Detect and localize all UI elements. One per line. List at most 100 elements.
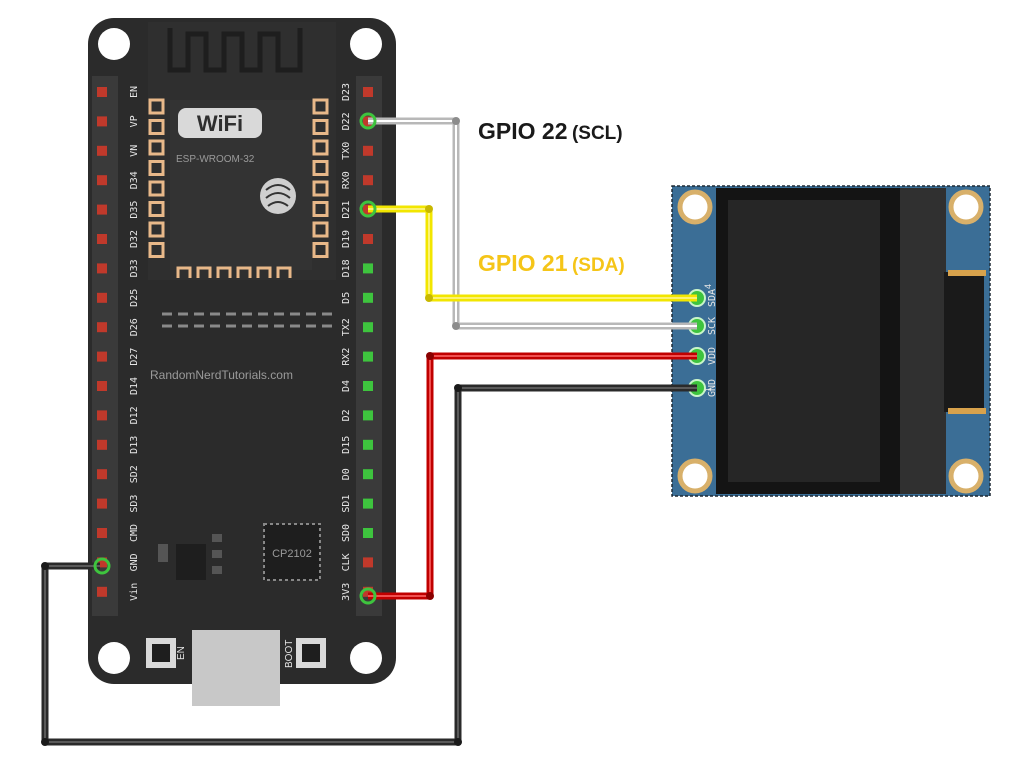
right-pin-clk <box>363 557 373 568</box>
antenna-trace <box>167 28 303 73</box>
right-pin-label-sd1: SD1 <box>341 495 352 513</box>
regulator-tab <box>158 544 168 562</box>
module-pad <box>312 119 329 135</box>
left-pin-label-sd3: SD3 <box>129 495 140 513</box>
left-pin-d26 <box>97 322 107 333</box>
right-pin-label-clk: CLK <box>341 553 352 571</box>
wifi-logo-text: WiFi <box>197 111 243 136</box>
scl-gpio-text: GPIO 22 <box>478 118 568 144</box>
right-pin-label-rx0: RX0 <box>341 171 352 189</box>
right-pin-label-tx2: TX2 <box>341 318 352 336</box>
right-pin-label-d21: D21 <box>341 201 352 219</box>
oled-pin-label-gnd: GND <box>707 379 718 397</box>
right-pin-label-rx2: RX2 <box>341 348 352 366</box>
module-pad <box>312 139 329 156</box>
left-pin-label-vp: VP <box>129 115 140 127</box>
right-pin-d4 <box>363 381 373 391</box>
left-pin-label-d27: D27 <box>129 348 140 366</box>
left-pin-vn <box>97 145 107 156</box>
oled-mount-hole <box>948 458 984 494</box>
module-pad <box>148 98 165 115</box>
left-pin-label-sd2: SD2 <box>129 465 140 483</box>
module-pad <box>312 242 329 258</box>
oled-mount-hole <box>948 189 984 225</box>
vcc-wire-highlight <box>368 355 697 597</box>
boot-button-cap <box>302 644 320 662</box>
wifi-logo <box>178 108 262 138</box>
left-pin-d33 <box>97 263 107 274</box>
module-pad <box>196 266 212 278</box>
usb-connector <box>192 630 280 706</box>
right-pin-label-d4: D4 <box>341 380 352 392</box>
right-pin-label-sd0: SD0 <box>341 524 352 542</box>
oled-pin-number-1: 1 <box>703 387 713 392</box>
scl-name-text: (SCL) <box>571 123 623 144</box>
ribbon-strip <box>948 270 986 276</box>
left-pin-label-d33: D33 <box>129 259 140 277</box>
left-pin-header: ENVPVND34D35D32D33D25D26D27D14D12D13SD2S… <box>97 86 140 601</box>
left-pin-d14 <box>97 381 107 391</box>
mount-hole <box>98 28 130 60</box>
right-pin-label-tx0: TX0 <box>341 142 352 160</box>
sda-gpio-text: GPIO 21 <box>478 250 568 276</box>
oled-mount-hole <box>677 189 713 225</box>
wire-bend <box>41 738 49 746</box>
scl-label: GPIO 22 (SCL) <box>478 118 623 145</box>
module-pad <box>148 139 165 156</box>
left-pin-gnd <box>97 557 107 568</box>
oled-screen <box>728 200 880 482</box>
left-pin-vp <box>97 116 107 127</box>
module-pad <box>148 180 165 197</box>
oled-mount-hole <box>677 458 713 494</box>
left-pin-cmd <box>97 528 107 538</box>
mount-hole <box>350 28 382 60</box>
espressif-swirl <box>265 184 291 207</box>
right-pin-d5 <box>363 292 373 303</box>
left-pin-vin <box>97 586 107 597</box>
right-pin-label-3v3: 3V3 <box>341 583 352 601</box>
right-pin-label-d0: D0 <box>341 468 352 480</box>
left-pin-d13 <box>97 439 107 450</box>
module-pad <box>312 221 329 238</box>
right-pin-3v3 <box>363 586 373 597</box>
module-pad <box>148 160 165 176</box>
sda-name-text: (SDA) <box>571 255 625 276</box>
boot-button-label: BOOT <box>284 640 295 668</box>
wire-bend <box>426 592 434 600</box>
left-pin-label-vn: VN <box>129 145 140 157</box>
right-pin-rx0 <box>363 175 373 186</box>
wire-bend <box>454 384 462 392</box>
wire-bend <box>452 322 460 330</box>
left-pin-label-en: EN <box>129 86 140 98</box>
module-pad <box>216 266 232 278</box>
right-header <box>356 76 382 616</box>
left-pin-d35 <box>97 204 107 215</box>
oled-pin-label-sda: SDA <box>707 289 718 307</box>
right-pin-label-d19: D19 <box>341 230 352 248</box>
module-pad <box>176 266 192 278</box>
module-name: ESP-WROOM-32 <box>176 154 255 165</box>
right-pin-sd1 <box>363 498 373 509</box>
oled-pin-label-vdd: VDD <box>707 347 718 365</box>
sda-wire-highlight <box>368 208 697 299</box>
module-pad <box>148 242 165 258</box>
scl-wire-highlight <box>368 120 697 327</box>
module-pad <box>256 266 272 278</box>
mount-hole <box>98 642 130 674</box>
left-pin-label-d34: D34 <box>129 171 140 189</box>
right-pin-d2 <box>363 410 373 421</box>
esp32-board: WiFi ESP-WROOM-32 RandomNerdTutorials.co… <box>88 18 396 706</box>
watermark: RandomNerdTutorials.com <box>150 368 293 382</box>
oled-edge <box>900 188 946 494</box>
module-pad <box>312 180 329 197</box>
right-pin-d18 <box>363 263 373 274</box>
right-pin-label-d22: D22 <box>341 112 352 130</box>
pin-connection-3v3 <box>359 587 377 605</box>
wire-bend <box>425 294 433 302</box>
wires <box>41 112 697 746</box>
module-pad <box>312 160 329 176</box>
ribbon-strip <box>948 408 986 414</box>
left-pin-label-d25: D25 <box>129 289 140 307</box>
left-pin-label-d14: D14 <box>129 377 140 395</box>
